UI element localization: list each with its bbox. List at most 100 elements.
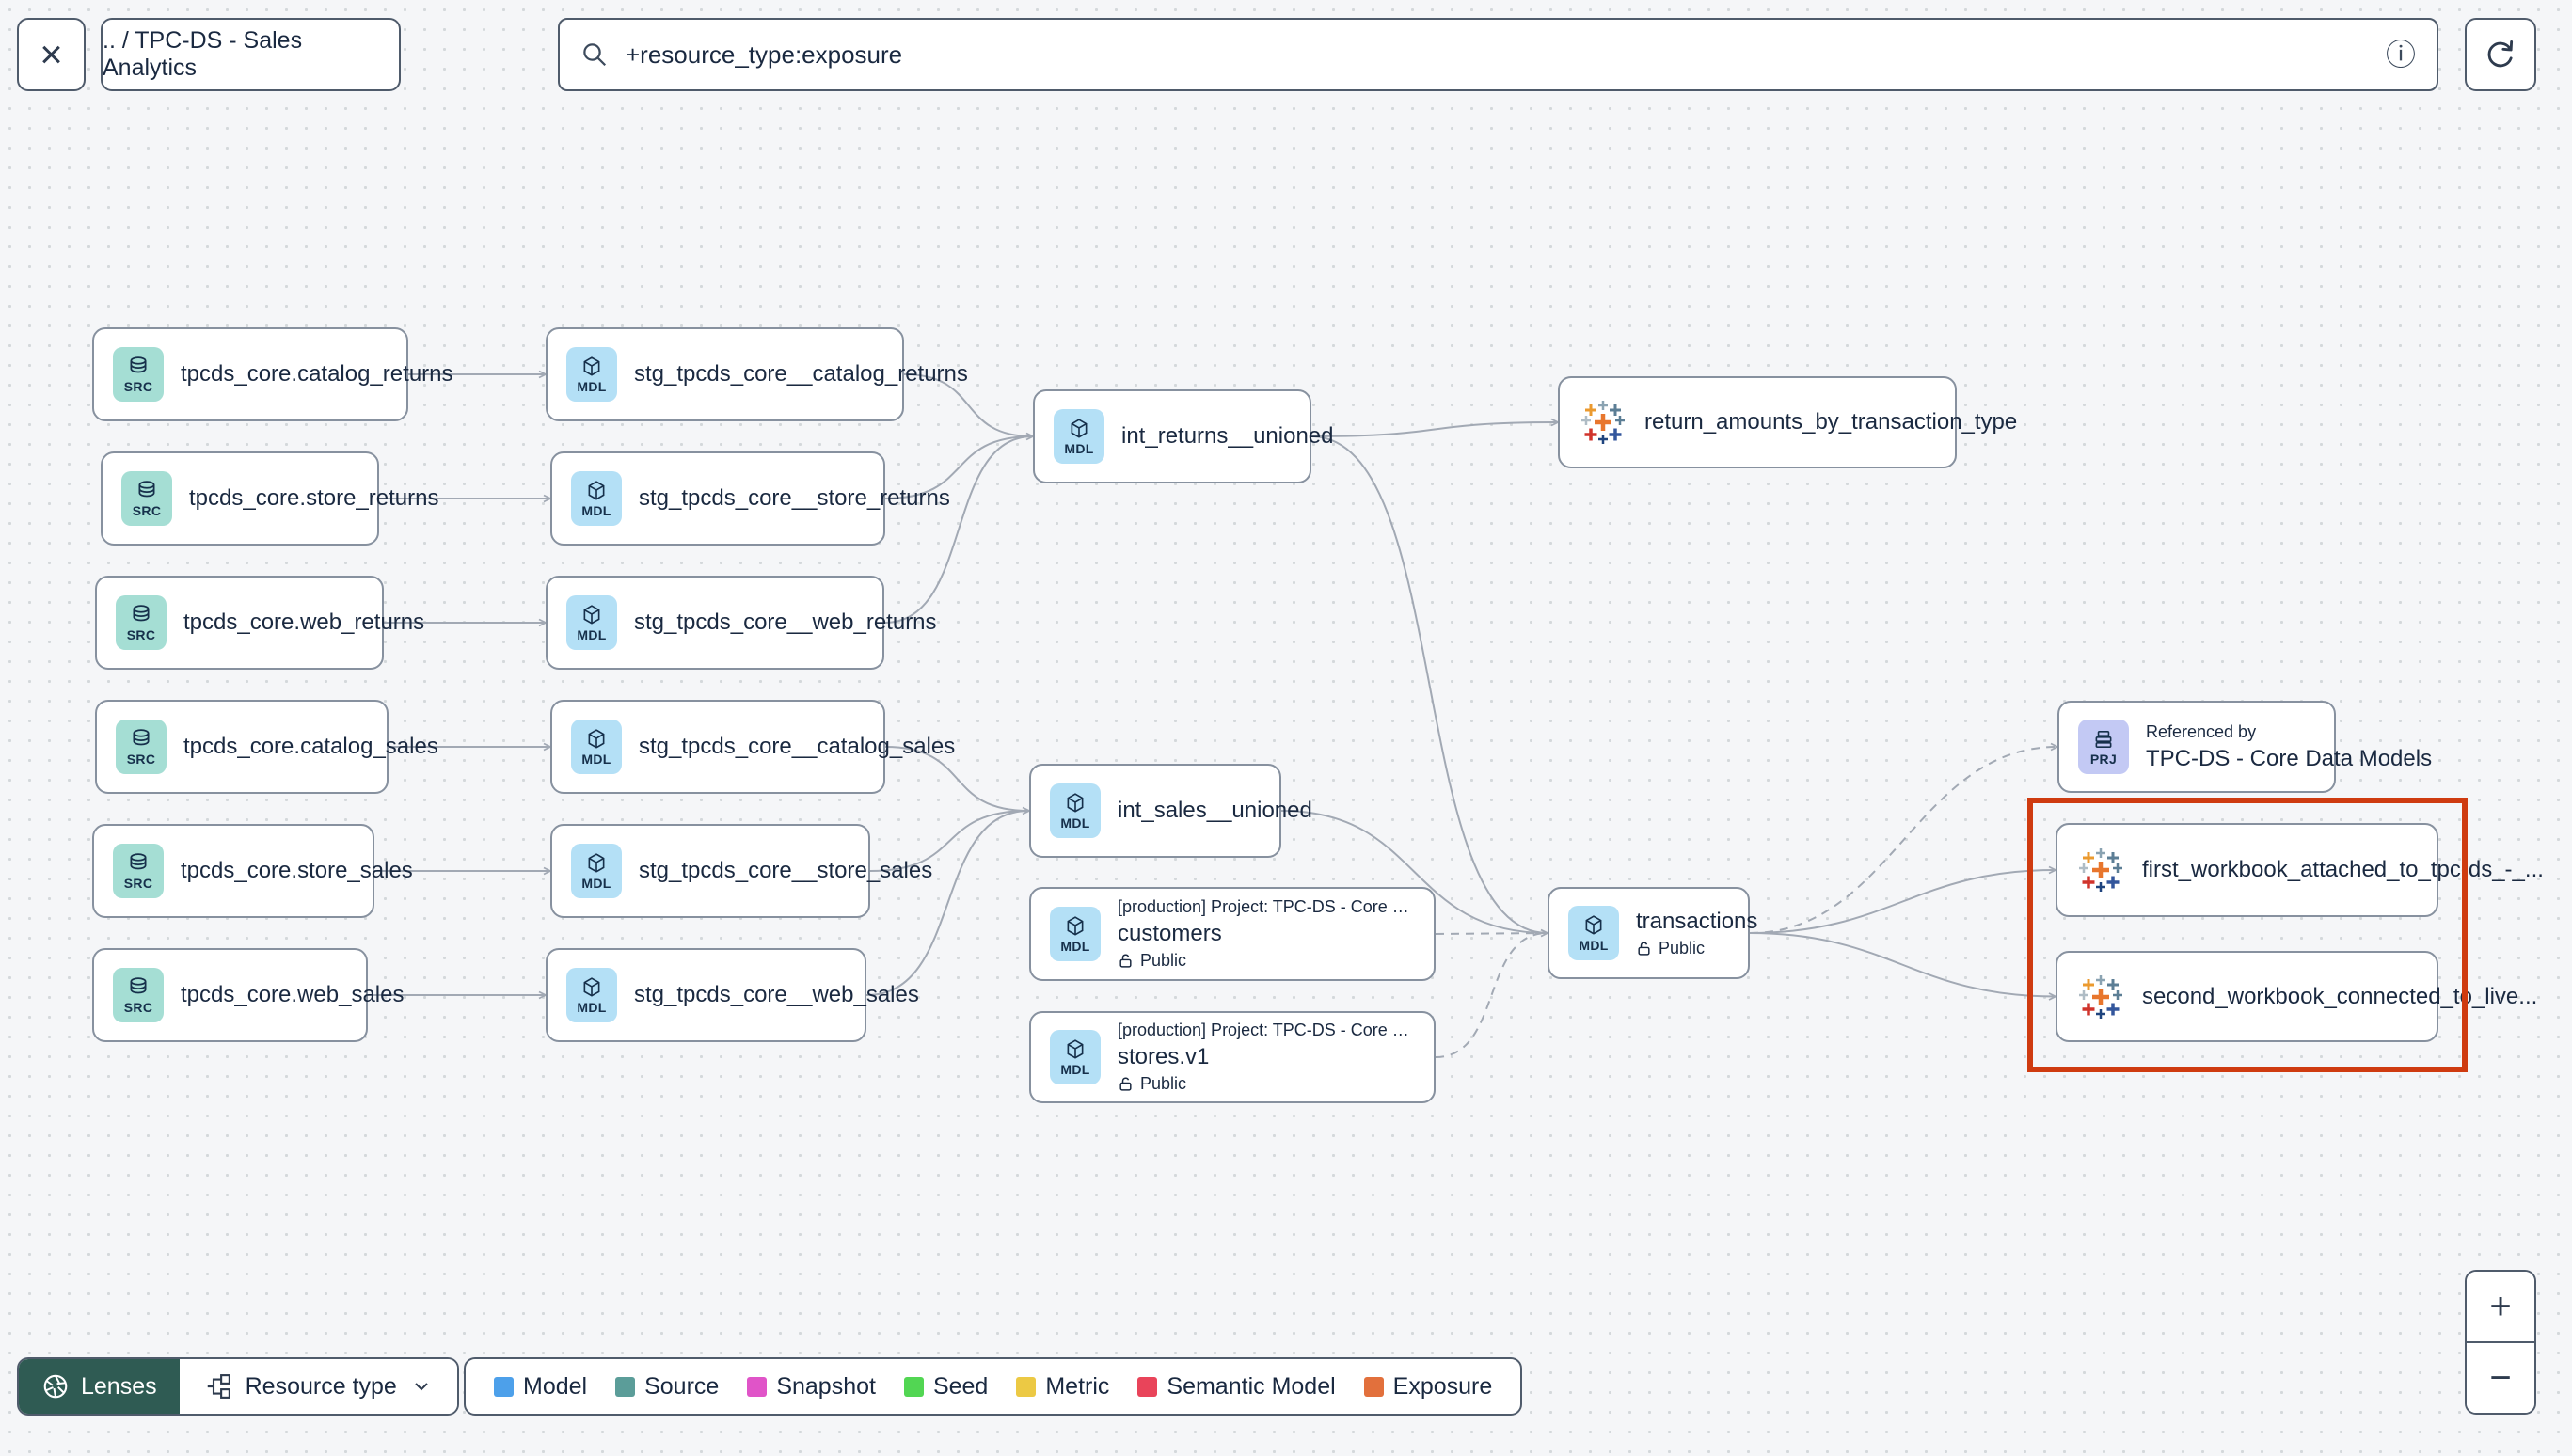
lenses-label: Lenses bbox=[81, 1372, 157, 1400]
graph-node-wb2[interactable]: second_workbook_connected_to_live... bbox=[2056, 951, 2537, 1042]
legend-item-semantic-model: Semantic Model bbox=[1137, 1372, 1336, 1401]
cube-icon bbox=[1067, 1038, 1084, 1059]
cube-icon bbox=[588, 852, 605, 873]
cube-icon bbox=[1071, 418, 1088, 438]
legend: Model Source Snapshot Seed Metric Semantic Mo… bbox=[464, 1357, 1523, 1416]
chevron-down-icon bbox=[415, 1383, 428, 1391]
legend-swatch bbox=[494, 1376, 514, 1397]
legend-label: Seed bbox=[932, 1372, 989, 1400]
graph-node-wb1[interactable]: first_workbook_attached_to_tpc-ds_-_... bbox=[2056, 823, 2544, 917]
legend-item-seed: Seed bbox=[903, 1372, 989, 1401]
lenses-button[interactable]: Lenses bbox=[19, 1359, 180, 1414]
legend-item-exposure: Exposure bbox=[1363, 1372, 1493, 1401]
edge-stg6-intS bbox=[865, 810, 1030, 996]
search-input[interactable] bbox=[624, 39, 2371, 71]
edge-tx-wb1 bbox=[1749, 865, 2058, 934]
mdl-badge: MDL bbox=[571, 720, 622, 774]
lens-control-group: Lenses Resource type bbox=[17, 1357, 459, 1416]
resource-type-dropdown[interactable]: Resource type bbox=[179, 1359, 457, 1414]
src-badge: SRC bbox=[113, 347, 164, 402]
legend-swatch bbox=[1016, 1376, 1037, 1397]
cube-icon bbox=[588, 480, 605, 500]
cube-icon bbox=[583, 604, 600, 625]
highlight-box bbox=[2027, 798, 2468, 1072]
edge-stg3-intR bbox=[883, 435, 1034, 624]
edge-cust-tx bbox=[1435, 928, 1550, 938]
access-label: Public bbox=[1118, 951, 1415, 971]
tableau-icon bbox=[2079, 974, 2122, 1019]
close-button[interactable]: × bbox=[17, 18, 86, 91]
cube-icon bbox=[583, 976, 600, 997]
legend-label: Metric bbox=[1045, 1372, 1110, 1400]
prj-badge: PRJ bbox=[2078, 720, 2129, 774]
refresh-icon bbox=[2487, 40, 2514, 68]
edge-tx-prj bbox=[1749, 742, 2060, 934]
resource-type-label: Resource type bbox=[245, 1372, 397, 1400]
edge-stores-tx bbox=[1435, 932, 1548, 1058]
mdl-badge: MDL bbox=[566, 347, 617, 402]
graph-node-cust[interactable]: MDL[production] Project: TPC-DS - Core D… bbox=[1029, 887, 1436, 981]
src-badge: SRC bbox=[116, 720, 167, 774]
database-icon bbox=[133, 604, 150, 621]
cube-icon bbox=[1585, 914, 1602, 935]
legend-swatch bbox=[747, 1376, 768, 1397]
mdl-badge: MDL bbox=[566, 968, 617, 1022]
search-icon bbox=[583, 43, 607, 67]
edge-tx-wb2 bbox=[1749, 932, 2058, 1001]
refresh-button[interactable] bbox=[2465, 18, 2536, 91]
info-icon[interactable]: ⓘ bbox=[2385, 38, 2416, 71]
mdl-badge: MDL bbox=[1050, 1030, 1101, 1084]
legend-item-snapshot: Snapshot bbox=[747, 1373, 876, 1401]
legend-item-source: Source bbox=[615, 1373, 719, 1401]
database-icon bbox=[130, 852, 147, 869]
database-icon bbox=[130, 356, 147, 372]
close-icon: × bbox=[40, 32, 63, 76]
tableau-icon bbox=[1581, 401, 1625, 444]
legend-swatch bbox=[1137, 1376, 1158, 1397]
database-icon bbox=[133, 728, 150, 745]
zoom-out-button[interactable]: − bbox=[2467, 1343, 2534, 1413]
mdl-badge: MDL bbox=[1050, 907, 1101, 961]
breadcrumb[interactable]: .. / TPC-DS - Sales Analytics bbox=[101, 18, 401, 91]
cube-icon bbox=[583, 356, 600, 376]
cube-icon bbox=[1067, 792, 1084, 813]
legend-label: Exposure bbox=[1392, 1372, 1493, 1400]
mdl-badge: MDL bbox=[571, 844, 622, 898]
src-badge: SRC bbox=[113, 844, 164, 898]
legend-swatch bbox=[903, 1376, 924, 1397]
zoom-controls: + − bbox=[2465, 1270, 2536, 1415]
src-badge: SRC bbox=[113, 968, 164, 1022]
mdl-badge: MDL bbox=[571, 471, 622, 526]
src-badge: SRC bbox=[121, 471, 172, 526]
tableau-icon bbox=[2079, 848, 2122, 892]
legend-item-model: Model bbox=[494, 1373, 587, 1401]
src-badge: SRC bbox=[116, 595, 167, 650]
graph-node-exp1[interactable]: return_amounts_by_transaction_type bbox=[1558, 376, 2017, 468]
legend-swatch bbox=[1363, 1376, 1384, 1397]
legend-label: Semantic Model bbox=[1167, 1372, 1336, 1400]
project-icon bbox=[2095, 730, 2112, 748]
breadcrumb-label: .. / TPC-DS - Sales Analytics bbox=[103, 27, 303, 81]
graph-node-stores[interactable]: MDL[production] Project: TPC-DS - Core D… bbox=[1029, 1011, 1436, 1103]
legend-swatch bbox=[615, 1376, 636, 1397]
mdl-badge: MDL bbox=[566, 595, 617, 650]
zoom-in-button[interactable]: + bbox=[2467, 1272, 2534, 1343]
resource-type-icon bbox=[207, 1374, 230, 1399]
mdl-badge: MDL bbox=[1568, 906, 1619, 960]
